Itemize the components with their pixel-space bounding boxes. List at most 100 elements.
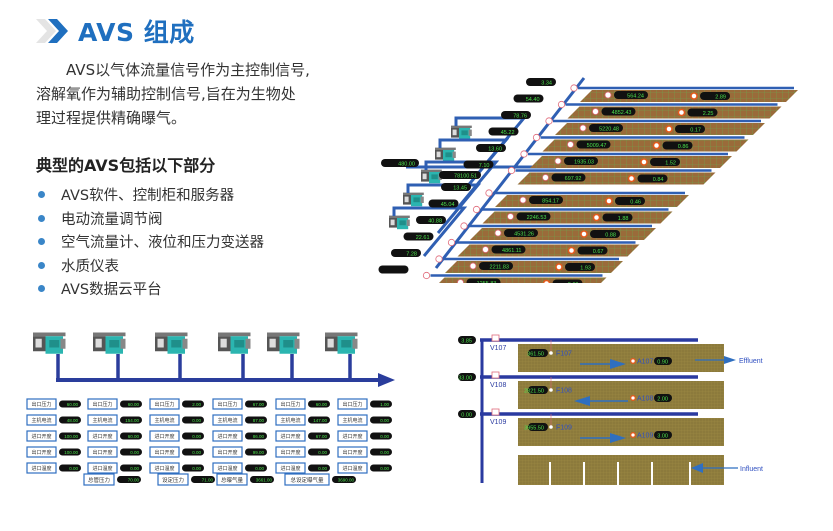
param-label-box: [149, 430, 180, 442]
readout-value: 2.00: [657, 396, 668, 402]
valve-icon: [460, 222, 468, 230]
readout-value: 1935.03: [574, 159, 594, 165]
do-readout: 2.89: [700, 92, 730, 100]
readout-box: [182, 416, 204, 424]
readout-box: [308, 464, 330, 472]
readout-box: [577, 246, 608, 255]
do-sensor-icon: [640, 158, 648, 166]
do-sensor-icon: [555, 263, 563, 271]
readout-box: [458, 336, 476, 344]
readout-value: 0.67: [593, 249, 604, 255]
param-label-box: [337, 414, 368, 426]
blower-icon: [421, 169, 442, 184]
readout-value: 2.25: [703, 111, 714, 117]
blower-icon: [155, 332, 188, 354]
readout-box: [308, 432, 330, 440]
param-label: 进口开度: [342, 433, 362, 440]
do-sensor-icon: [677, 108, 686, 117]
flow-readout: 697.92: [551, 173, 586, 182]
param-label: 主机电流: [217, 417, 237, 424]
readout-value: 45.04: [441, 202, 455, 208]
readout-value: 3.85: [461, 338, 472, 344]
readout-box: [529, 196, 563, 204]
param-value: 67.00: [316, 434, 328, 439]
readout-value: 0.17: [690, 127, 701, 133]
do-sensor-icon: [605, 197, 613, 205]
param-label: 出口压力: [154, 401, 174, 408]
readout-box: [654, 431, 672, 439]
readout-box: [516, 212, 551, 221]
param-label: 出口开度: [280, 449, 300, 456]
do-sensor-icon: [630, 358, 636, 364]
blower-icon: [93, 332, 126, 354]
param-label: 出口开度: [342, 449, 362, 456]
do-readout: 1.93: [565, 263, 595, 271]
param-label: 出口开度: [217, 449, 237, 456]
param-label: 出口开度: [154, 449, 174, 456]
do-readout: 2.00: [654, 394, 672, 402]
readout-value: 7.28: [406, 251, 417, 257]
do-readout: 2.25: [687, 108, 718, 117]
bullet-icon: [38, 191, 45, 199]
param-label: 主机电流: [154, 417, 174, 424]
valve-icon: [491, 408, 500, 416]
readout-box: [245, 464, 267, 472]
blower-icon: [33, 332, 66, 354]
bullet-icon: [38, 285, 45, 293]
readout-value: 22.61: [416, 235, 430, 241]
param-value: 0.00: [318, 450, 327, 455]
do-label: A109: [637, 433, 653, 440]
flowmeter-icon: [549, 351, 553, 355]
valve-icon: [532, 133, 541, 142]
param-label: 主机电流: [92, 417, 112, 424]
readout-box: [654, 357, 672, 365]
param-label: 主机电流: [342, 417, 362, 424]
do-sensor-icon: [630, 395, 636, 401]
blower-icon: [435, 147, 456, 162]
summary-value: 71.00: [202, 478, 214, 483]
param-value: 0.00: [380, 450, 389, 455]
do-sensor-icon: [690, 92, 698, 100]
param-value: 60.00: [128, 402, 140, 407]
param-label-box: [212, 462, 243, 474]
param-value: 0.00: [69, 466, 78, 471]
influent-label: Influent: [740, 466, 763, 473]
flow-readout: 1935.03: [564, 157, 598, 165]
blower-icon: [451, 125, 472, 140]
do-readout: 0.17: [675, 125, 705, 133]
readout-box: [589, 124, 623, 132]
readout-box: [370, 464, 392, 472]
flow-label: F109: [556, 425, 572, 432]
flowmeter-icon: [519, 196, 527, 204]
param-value: 0.00: [192, 418, 201, 423]
do-sensor-icon: [627, 174, 636, 183]
valve-icon: [507, 166, 516, 175]
param-value: 1.00: [380, 402, 389, 407]
param-label-box: [337, 446, 368, 458]
readout-box: [182, 448, 204, 456]
flow-readout: 854.17: [529, 196, 563, 204]
param-value: 100.00: [64, 450, 78, 455]
readout-value: 480.00: [398, 161, 415, 167]
readout-value: 40.88: [428, 218, 442, 224]
param-label-box: [26, 414, 57, 426]
header-readout: 480.00: [381, 159, 419, 167]
readout-box: [552, 279, 583, 283]
readout-value: 1.52: [665, 160, 676, 166]
baffle: [549, 462, 551, 485]
readout-value: 78100.51: [454, 173, 477, 179]
valve-label: V108: [490, 382, 506, 389]
do-readout: 1.52: [650, 158, 680, 166]
